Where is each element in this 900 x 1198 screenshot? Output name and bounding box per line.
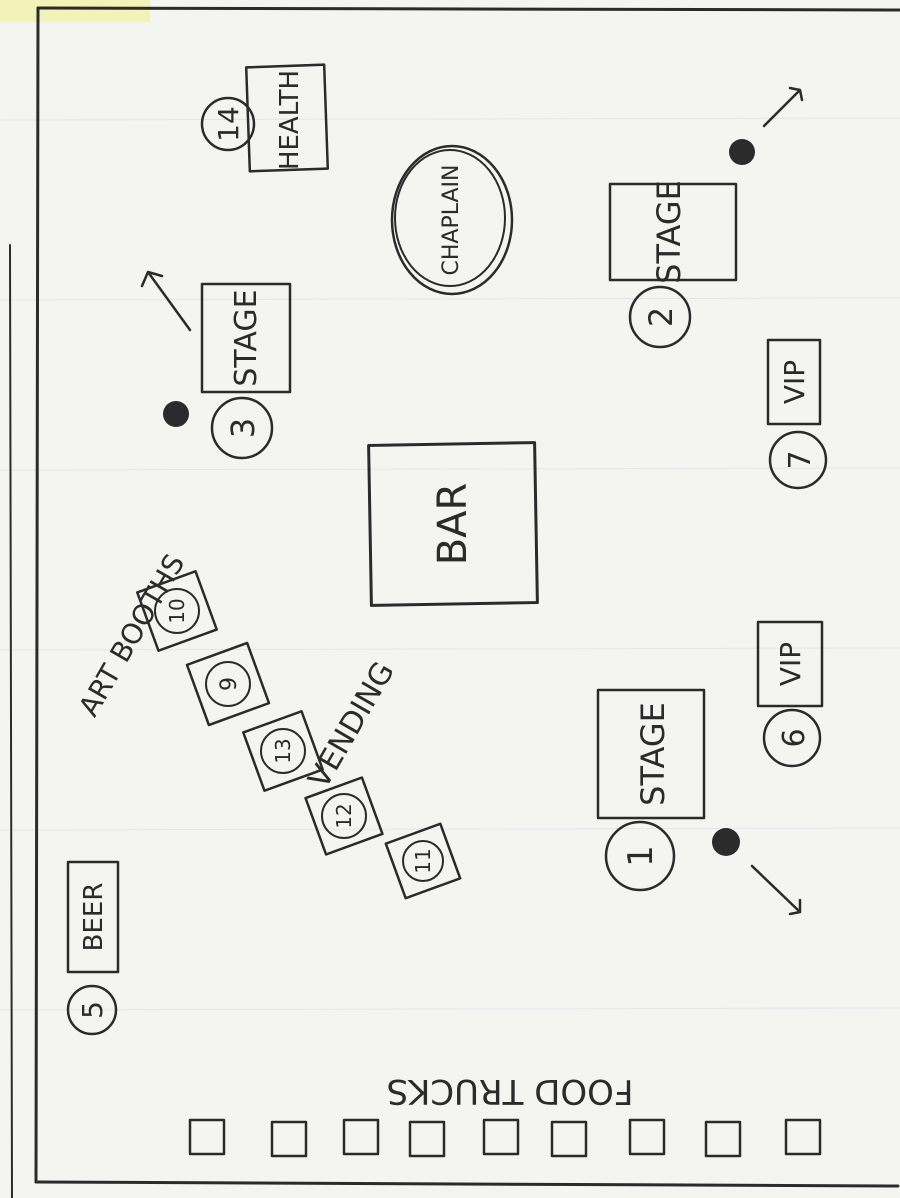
highlight-mark bbox=[0, 0, 150, 22]
vip-7-label: VIP bbox=[778, 360, 811, 404]
vip-6-label: VIP bbox=[774, 642, 807, 686]
booth-9-number: 9 bbox=[217, 677, 242, 691]
stage-1-label: STAGE bbox=[634, 702, 672, 806]
border-left bbox=[36, 8, 38, 1182]
vip-7-number: 7 bbox=[783, 450, 818, 469]
stage-3-label: STAGE bbox=[229, 289, 264, 386]
food-trucks-label: FOOD TRUCKS bbox=[387, 1071, 634, 1111]
stage-2-label: STAGE bbox=[650, 180, 688, 284]
booth-12-number: 12 bbox=[332, 803, 356, 828]
booth-13-number: 13 bbox=[271, 738, 295, 763]
exit-dot-right bbox=[712, 828, 740, 856]
stage-2-number: 2 bbox=[642, 307, 680, 327]
exit-dot-left bbox=[163, 401, 189, 427]
border-top bbox=[38, 8, 900, 10]
stage-3-number: 3 bbox=[224, 418, 262, 438]
booth-11-number: 11 bbox=[411, 848, 435, 873]
beer-label: BEER bbox=[79, 883, 109, 952]
beer-number: 5 bbox=[76, 1001, 109, 1019]
chaplain-label: CHAPLAIN bbox=[439, 165, 464, 276]
booth-10-number: 10 bbox=[165, 598, 189, 623]
health-number: 14 bbox=[212, 106, 245, 142]
health-label: HEALTH bbox=[275, 70, 305, 170]
exit-dot-top-right bbox=[729, 139, 755, 165]
stage-1-number: 1 bbox=[621, 845, 661, 867]
bar-label: BAR bbox=[430, 483, 476, 566]
vip-6-number: 6 bbox=[777, 728, 812, 747]
